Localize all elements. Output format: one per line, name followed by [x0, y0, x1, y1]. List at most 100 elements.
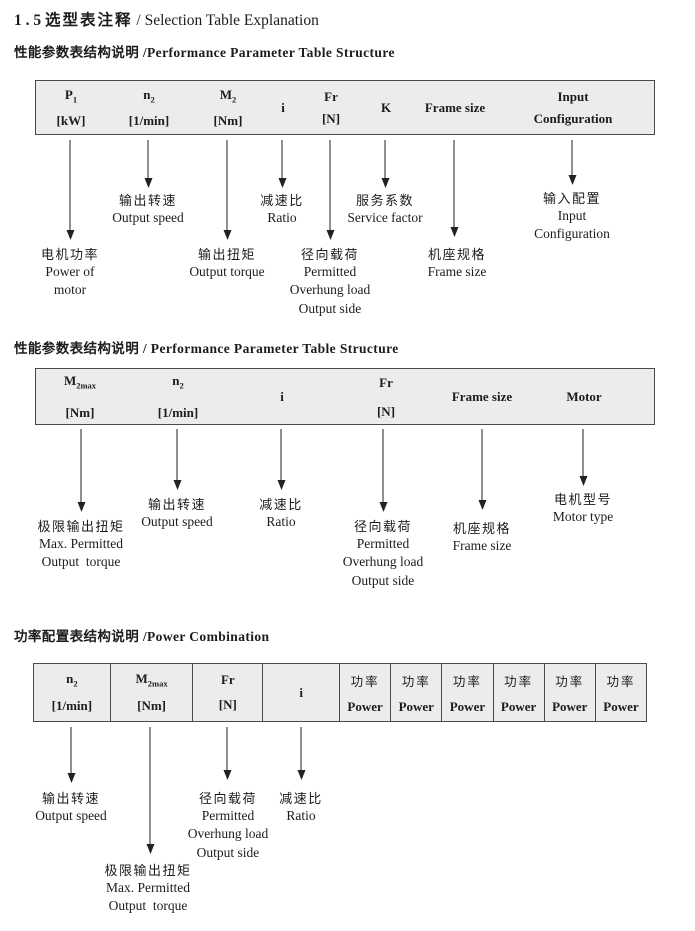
col-frame-size: Frame size: [452, 369, 512, 424]
col-symbol: K: [380, 100, 392, 115]
col-unit: [1/min]: [157, 405, 199, 421]
col-symbol: n: [143, 87, 151, 103]
col-i: i: [281, 81, 285, 134]
col-subscript: 2: [73, 679, 78, 690]
col-motor: Motor: [566, 369, 601, 424]
col-symbol: i: [299, 684, 303, 700]
page-title: 1 . 5 选型表注释 / Selection Table Explanatio…: [14, 8, 319, 30]
down-arrow: [277, 429, 286, 490]
col-symbol: Fr: [379, 374, 393, 390]
col-power-3: 功率 Power: [442, 664, 494, 721]
down-arrow: [297, 727, 306, 780]
section-number: 1 . 5: [14, 12, 42, 29]
col-fr: Fr [N]: [322, 81, 340, 134]
col-unit: [kW]: [56, 112, 86, 128]
col-power-2: 功率 Power: [391, 664, 443, 721]
col-symbol: i: [280, 389, 284, 404]
col-fr: Fr [N]: [193, 664, 264, 721]
col-symbol: n: [172, 372, 180, 388]
power-label-zh: 功率: [555, 674, 585, 689]
col-unit: [Nm]: [137, 697, 167, 713]
col-subscript: 1: [72, 95, 78, 106]
down-arrow: [579, 429, 588, 486]
col-fr: Fr [N]: [377, 369, 395, 424]
power-label-en: Power: [603, 698, 639, 714]
section2-heading: 性能参数表结构说明 / Performance Parameter Table …: [14, 341, 399, 356]
col-symbol: Frame size: [424, 100, 486, 115]
power-label-zh: 功率: [401, 674, 431, 689]
down-arrow: [478, 429, 487, 510]
down-arrow: [144, 140, 153, 188]
table3-header-row: n2 [1/min] M2max [Nm] Fr [N] i 功率 Power …: [33, 663, 647, 722]
col-subscript: 2: [232, 95, 237, 106]
col-symbol: M: [135, 671, 148, 687]
col-unit: Configuration: [533, 111, 613, 126]
power-label-zh: 功率: [606, 674, 636, 689]
col-n2: n2 [1/min]: [158, 369, 198, 424]
col-subscript: 2: [179, 380, 184, 391]
power-label-en: Power: [449, 698, 486, 714]
col-symbol: P: [64, 87, 73, 103]
col-symbol: i: [281, 100, 285, 115]
down-arrow: [278, 140, 287, 188]
col-m2max: M2max [Nm]: [111, 664, 194, 721]
down-arrow: [66, 140, 75, 240]
power-label-zh: 功率: [452, 674, 482, 689]
col-i: i: [280, 369, 284, 424]
col-unit: [1/min]: [51, 697, 93, 713]
col-k: K: [381, 81, 391, 134]
power-label-zh: 功率: [504, 674, 534, 689]
section3-heading: 功率配置表结构说明 /Power Combination: [14, 629, 270, 644]
col-symbol: M: [63, 372, 77, 388]
power-label-en: Power: [347, 698, 383, 714]
section1-heading: 性能参数表结构说明 /Performance Parameter Table S…: [14, 45, 395, 60]
col-unit: [N]: [376, 403, 396, 419]
table1-header-row: P1 [kW] n2 [1/min] M2 [Nm] i Fr [N] K Fr…: [35, 80, 655, 135]
col-subscript: 2max: [147, 679, 168, 690]
col-unit: [Nm]: [213, 112, 243, 128]
down-arrow: [568, 140, 577, 185]
col-symbol: n: [66, 671, 74, 687]
down-arrow: [223, 727, 232, 780]
down-arrow: [381, 140, 390, 188]
col-m2max: M2max [Nm]: [64, 369, 96, 424]
down-arrow: [173, 429, 182, 490]
down-arrow: [450, 140, 459, 237]
col-i: i: [263, 664, 340, 721]
power-label-en: Power: [552, 698, 588, 714]
down-arrow: [379, 429, 388, 512]
title-chinese: 选型表注释: [45, 12, 133, 29]
col-p1: P1 [kW]: [57, 81, 86, 134]
col-unit: [1/min]: [128, 112, 170, 128]
col-symbol: M: [219, 87, 233, 103]
col-n2: n2 [1/min]: [129, 81, 169, 134]
power-label-en: Power: [500, 698, 537, 714]
col-unit: [N]: [218, 697, 237, 712]
col-m2: M2 [Nm]: [214, 81, 243, 134]
col-symbol: Input: [557, 89, 589, 104]
col-subscript: 2: [150, 95, 155, 106]
down-arrow: [326, 140, 335, 240]
down-arrow: [67, 727, 76, 783]
col-unit: [Nm]: [65, 405, 95, 421]
col-input-configuration: Input Configuration: [534, 81, 613, 134]
col-power-5: 功率 Power: [545, 664, 596, 721]
down-arrow: [77, 429, 86, 512]
col-symbol: Frame size: [451, 389, 513, 404]
